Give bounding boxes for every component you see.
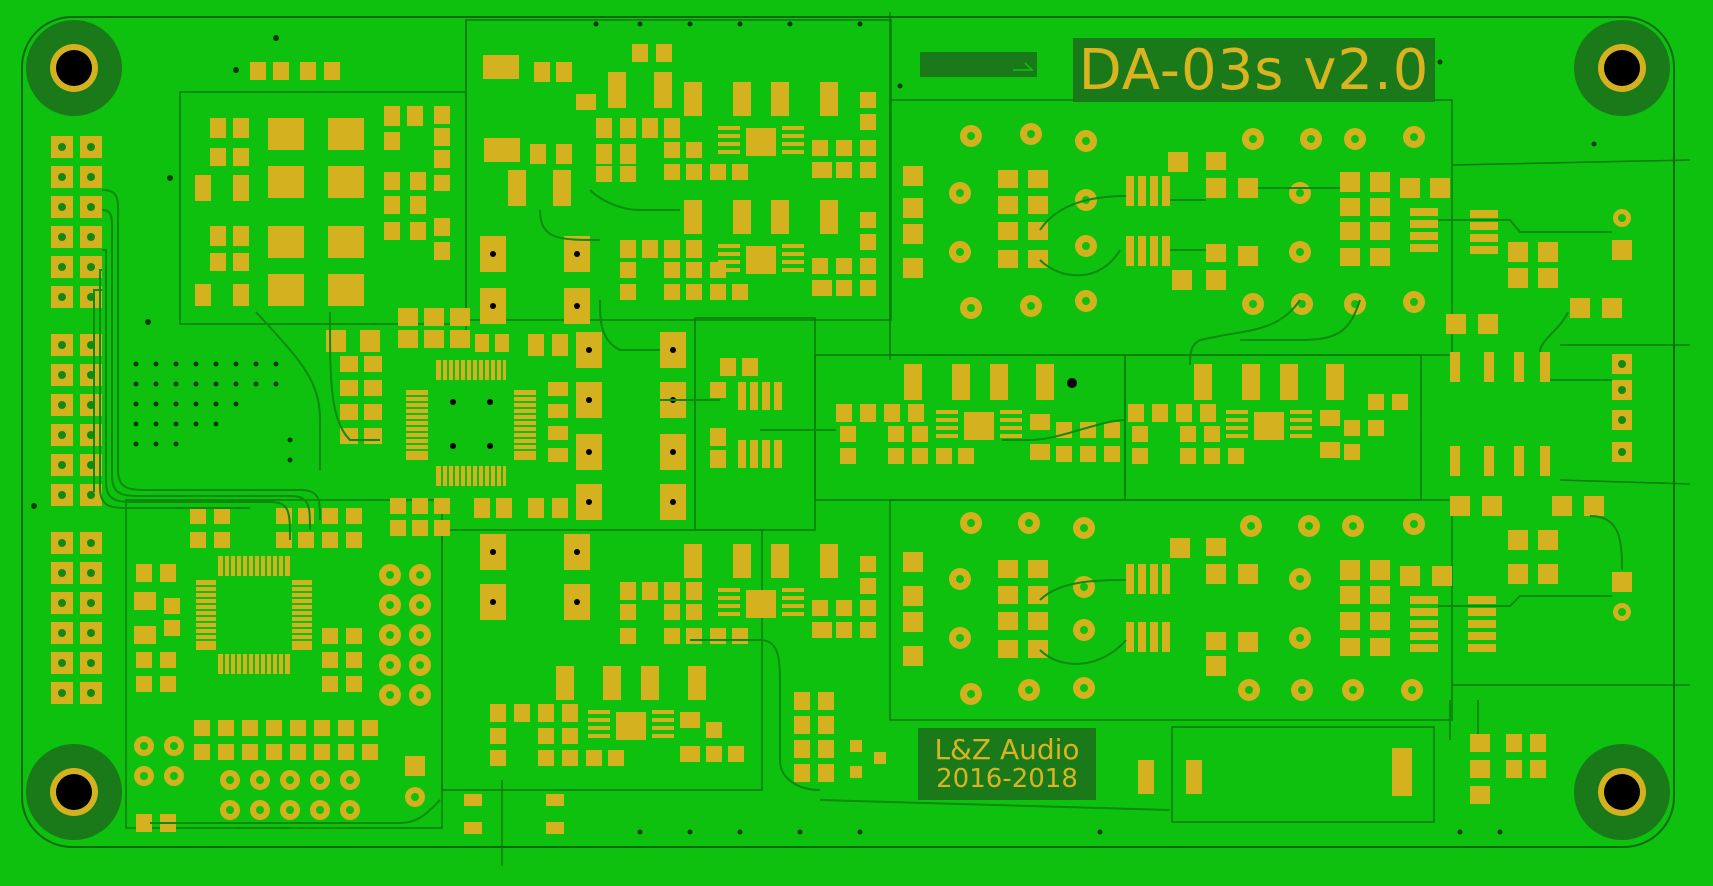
opamp-channel-left: [836, 364, 1120, 464]
round-pad-holes: [140, 571, 424, 814]
filter-block-top-ring-holes: [956, 130, 1626, 312]
round-pad-connectors: [134, 564, 431, 820]
receiver-chip-area: [326, 308, 568, 536]
arrow-icon: [1013, 62, 1034, 71]
qfp-vias: [450, 399, 493, 449]
opamp-block-1: [664, 82, 876, 180]
board-outline: [21, 16, 1675, 848]
signal-traces: [93, 186, 1623, 824]
board-name: DA-03s v2.0: [1078, 37, 1430, 103]
power-block: [195, 62, 450, 306]
capacitor-vias: [490, 251, 676, 605]
center-opamp-box: [710, 358, 782, 468]
mounting-hole-bottom-left: [26, 744, 122, 840]
usb-chip-pin-gaps: [196, 556, 312, 674]
opamp-block-2: [620, 200, 876, 300]
silk-arrow-box: [920, 52, 1037, 77]
filter-block-bottom-ring-holes: [956, 519, 1626, 698]
opamp-block-3: [620, 544, 876, 644]
filter-block-top: [903, 152, 1632, 290]
qfp-pin-gaps: [406, 360, 536, 486]
mounting-hole-bottom-right: [1574, 744, 1670, 840]
section-outlines: [125, 12, 1691, 866]
right-connector-holes: [1618, 360, 1626, 456]
opamp-channel-right: [1128, 364, 1408, 464]
maker-label: L&Z Audio 2016-2018: [918, 728, 1096, 800]
mounting-hole-top-right: [1574, 20, 1670, 116]
filter-block-bottom: [903, 530, 1632, 676]
square-pad: [405, 756, 425, 776]
maker-name: L&Z Audio: [934, 733, 1080, 766]
mounting-holes: [26, 20, 1670, 840]
board-title-label: DA-03s v2.0: [1073, 37, 1435, 103]
opamp-block-4: [490, 666, 744, 766]
scattered-vias: [31, 21, 1597, 835]
lower-middle-parts: [464, 692, 1412, 834]
regulator-top: [483, 44, 680, 206]
mounting-hole-top-left: [26, 20, 122, 116]
maker-years: 2016-2018: [936, 764, 1078, 794]
